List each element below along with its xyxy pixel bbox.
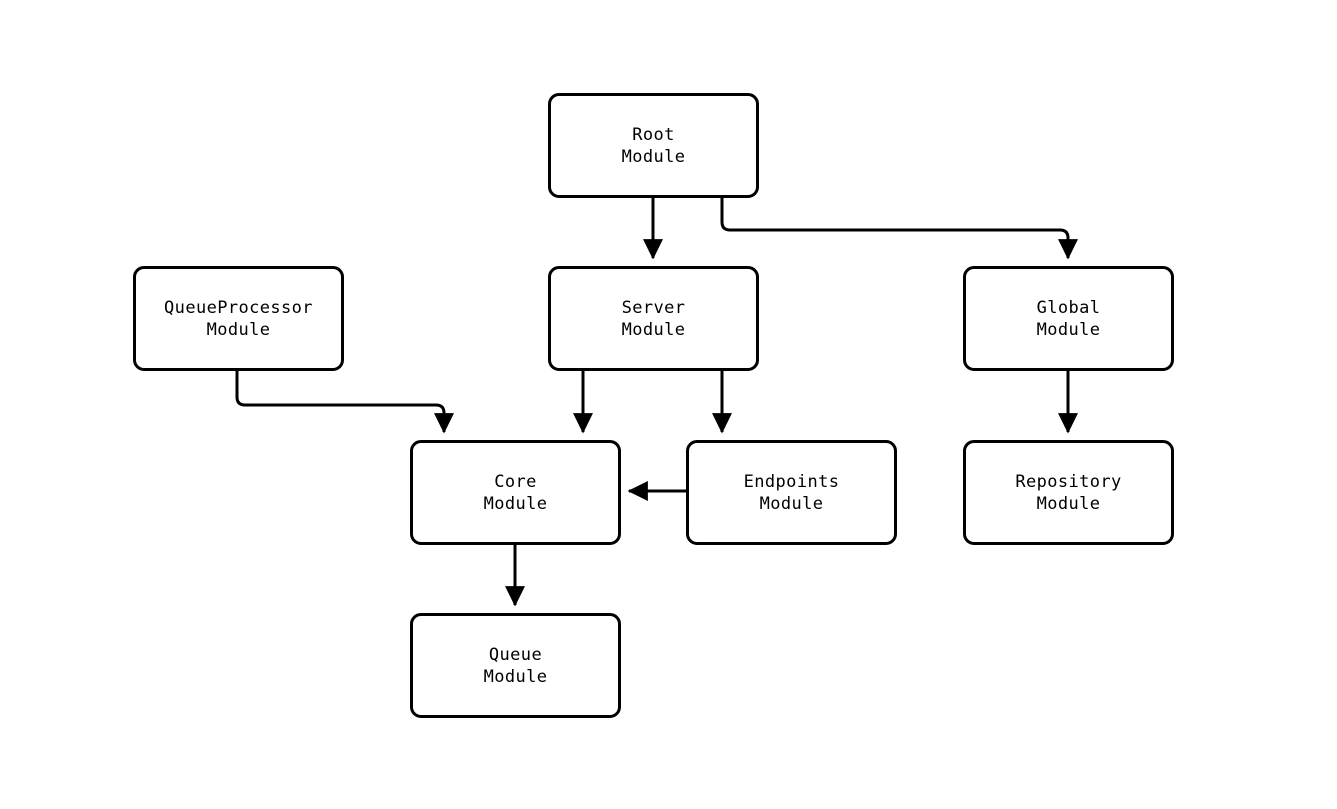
node-queue-module-line2: Module <box>483 666 548 687</box>
node-endpoints-module-line2: Module <box>759 493 824 514</box>
edge-queueprocessor-core <box>235 371 454 434</box>
node-endpoints-module[interactable]: Endpoints Module <box>686 440 897 545</box>
node-root-module[interactable]: Root Module <box>548 93 759 198</box>
node-repository-module[interactable]: Repository Module <box>963 440 1174 545</box>
node-queueprocessor-module-line1: QueueProcessor <box>164 297 313 318</box>
node-repository-module-line1: Repository <box>1015 471 1122 492</box>
node-global-module-line1: Global <box>1036 297 1101 318</box>
node-core-module-line1: Core <box>494 471 537 492</box>
node-global-module-line2: Module <box>1036 319 1101 340</box>
node-server-module[interactable]: Server Module <box>548 266 759 371</box>
node-server-module-line2: Module <box>621 319 686 340</box>
node-queue-module[interactable]: Queue Module <box>410 613 621 718</box>
edge-root-global <box>720 198 1078 260</box>
node-queueprocessor-module-line2: Module <box>206 319 271 340</box>
node-global-module[interactable]: Global Module <box>963 266 1174 371</box>
node-server-module-line1: Server <box>621 297 686 318</box>
node-root-module-line1: Root <box>632 124 675 145</box>
node-root-module-line2: Module <box>621 146 686 167</box>
node-core-module-line2: Module <box>483 493 548 514</box>
node-repository-module-line2: Module <box>1036 493 1101 514</box>
node-queue-module-line1: Queue <box>488 644 543 665</box>
node-endpoints-module-line1: Endpoints <box>743 471 840 492</box>
node-queueprocessor-module[interactable]: QueueProcessor Module <box>133 266 344 371</box>
node-core-module[interactable]: Core Module <box>410 440 621 545</box>
